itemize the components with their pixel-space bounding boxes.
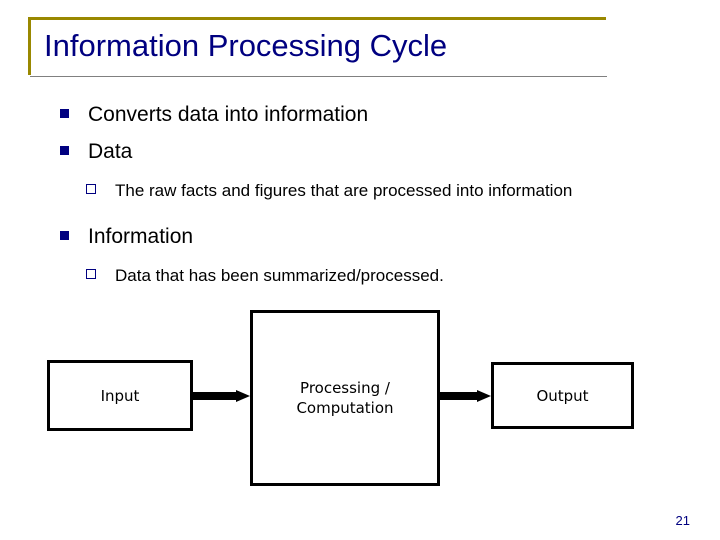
bullet-item-level2: The raw facts and figures that are proce…: [28, 180, 678, 202]
square-bullet-icon: [60, 231, 69, 240]
bullet-list: Converts data into information Data The …: [28, 96, 678, 287]
arrow-input-to-processing: [193, 390, 250, 402]
diagram-box-output: Output: [491, 362, 634, 429]
list-spacer: [28, 202, 678, 218]
bullet-item-level1: Converts data into information: [28, 96, 678, 133]
square-bullet-icon: [60, 109, 69, 118]
bullet-text: The raw facts and figures that are proce…: [115, 181, 573, 200]
list-spacer: [28, 170, 678, 180]
arrow-shaft: [193, 392, 236, 400]
arrow-head-icon: [477, 390, 491, 402]
arrow-shaft: [440, 392, 477, 400]
slide-number: 21: [675, 513, 690, 528]
page-title: Information Processing Cycle: [44, 28, 448, 63]
bullet-text: Data: [88, 140, 133, 163]
bullet-item-level1: Data: [28, 133, 678, 170]
information-processing-cycle-diagram: Input Processing / Computation Output: [0, 300, 720, 500]
square-bullet-icon: [60, 146, 69, 155]
decorative-frame-left-line: [28, 17, 31, 75]
bullet-text: Data that has been summarized/processed.: [115, 266, 444, 285]
diagram-box-input: Input: [47, 360, 193, 431]
title-divider: [30, 76, 607, 77]
bullet-text: Information: [88, 225, 194, 248]
diagram-box-label: Input: [100, 386, 140, 405]
diagram-box-processing: Processing / Computation: [250, 310, 440, 486]
arrow-processing-to-output: [440, 390, 491, 402]
bullet-text: Converts data into information: [88, 103, 369, 126]
arrow-head-icon: [236, 390, 250, 402]
list-spacer: [28, 255, 678, 265]
hollow-square-bullet-icon: [86, 184, 96, 194]
decorative-frame-top-line: [28, 17, 606, 20]
bullet-item-level2: Data that has been summarized/processed.: [28, 265, 678, 287]
diagram-box-label: Output: [536, 386, 589, 405]
hollow-square-bullet-icon: [86, 269, 96, 279]
bullet-item-level1: Information: [28, 218, 678, 255]
diagram-box-label: Processing / Computation: [296, 379, 394, 417]
